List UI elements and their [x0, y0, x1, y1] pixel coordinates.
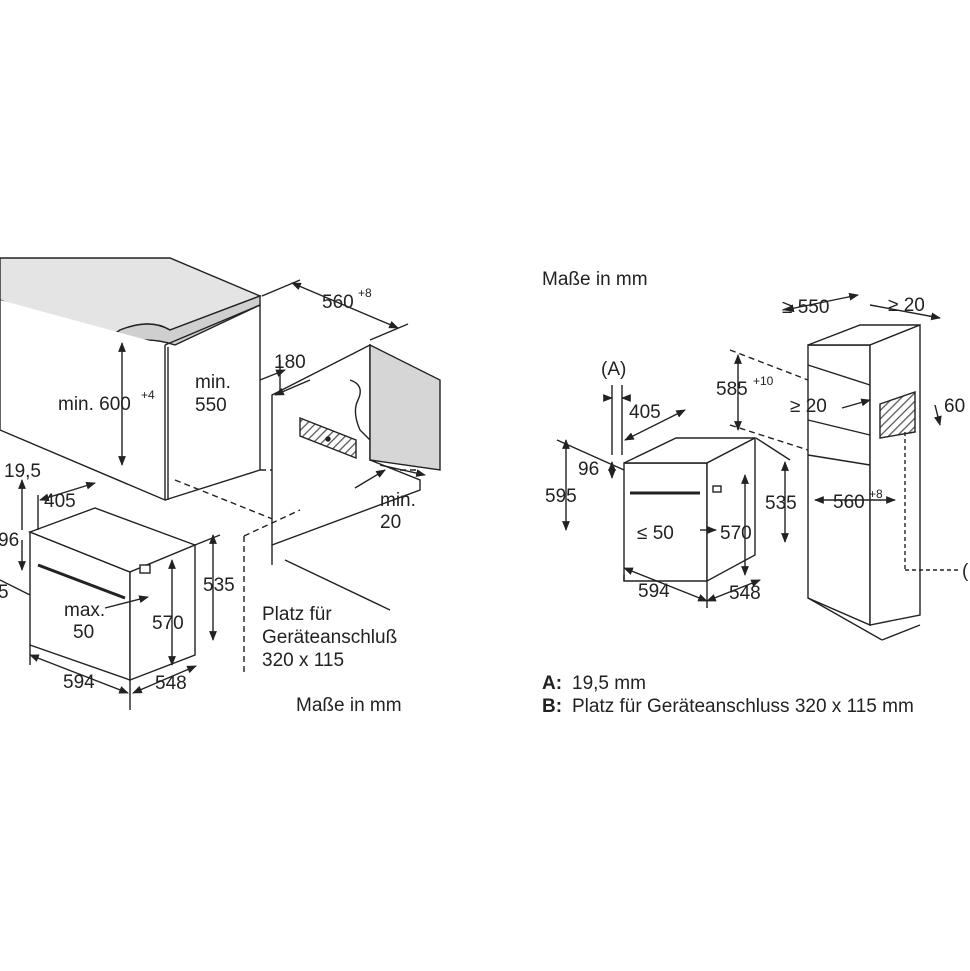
tall-cabinet-front — [807, 344, 871, 627]
width-560-label: 560 — [322, 292, 354, 313]
max-50-label-1: max. — [64, 600, 105, 621]
min-600-sup: +4 — [141, 388, 155, 402]
platz-label-1: Platz für — [262, 604, 332, 625]
depth-405-label: 405 — [44, 491, 76, 512]
depth-585-label: 585 — [716, 379, 748, 400]
legend-a-key: A: — [542, 673, 562, 694]
width-560-right-sup: +8 — [869, 487, 883, 501]
depth-180-label: 180 — [274, 352, 306, 373]
depth-96-right-label: 96 — [578, 459, 599, 480]
le-50-label: ≤ 50 — [637, 523, 674, 544]
min-20-label-1: min. — [380, 490, 416, 511]
depth-19-5-label: 19,5 — [4, 461, 41, 482]
units-label-right: Maße in mm — [542, 269, 648, 290]
min-600-label: min. 600 — [58, 394, 131, 415]
height-595-label: 595 — [545, 486, 577, 507]
height-535-right-label: 535 — [765, 493, 797, 514]
legend: A: 19,5 mm B: Platz für Geräteanschluss … — [542, 673, 914, 717]
oven-front-right — [623, 462, 708, 582]
width-560-right-label: 560 — [833, 492, 865, 513]
units-label-left: Maße in mm — [296, 695, 402, 716]
width-560-sup: +8 — [358, 286, 372, 300]
b-marker: ( — [962, 561, 969, 582]
width-594-right-label: 594 — [638, 581, 670, 602]
height-535-label: 535 — [203, 575, 235, 596]
depth-5-label: 5 — [0, 582, 9, 603]
legend-b-text: Platz für Geräteanschluss 320 x 115 mm — [572, 696, 914, 717]
depth-548-right-label: 548 — [729, 583, 761, 604]
width-594-label: 594 — [63, 672, 95, 693]
max-50-label-2: 50 — [73, 622, 94, 643]
d-60-label: 60 — [944, 396, 965, 417]
right-drawing — [556, 292, 960, 641]
platz-label-3: 320 x 115 — [262, 650, 344, 671]
depth-548-label: 548 — [155, 673, 187, 694]
ge-20-top-label: ≥ 20 — [888, 295, 925, 316]
ge-20-mid-label: ≥ 20 — [790, 396, 827, 417]
platz-label-2: Geräteanschluß — [262, 627, 397, 648]
legend-a-text: 19,5 mm — [572, 673, 646, 694]
right-labels: Maße in mm (A) ≥ 550 ≥ 20 585 +10 ≥ 20 6… — [542, 269, 969, 604]
min-550-label-2: 550 — [195, 395, 227, 416]
min-20-label-2: 20 — [380, 512, 401, 533]
depth-405-right-label: 405 — [629, 402, 661, 423]
min-550-label-1: min. — [195, 372, 231, 393]
height-570-label: 570 — [152, 613, 184, 634]
left-drawing — [0, 257, 441, 710]
a-marker: (A) — [601, 359, 626, 380]
tall-cabinet-side — [869, 323, 921, 626]
depth-96-label: 96 — [0, 530, 19, 551]
left-labels: min. 600 +4 560 +8 min. 550 180 19,5 405… — [0, 286, 416, 716]
oven-side — [129, 543, 196, 682]
height-570-right-label: 570 — [720, 523, 752, 544]
depth-585-sup: +10 — [753, 374, 774, 388]
oven-side-right — [706, 436, 756, 583]
connection-area-hatched-right — [879, 391, 916, 439]
legend-b-key: B: — [542, 696, 562, 717]
ge-550-label: ≥ 550 — [782, 297, 829, 318]
